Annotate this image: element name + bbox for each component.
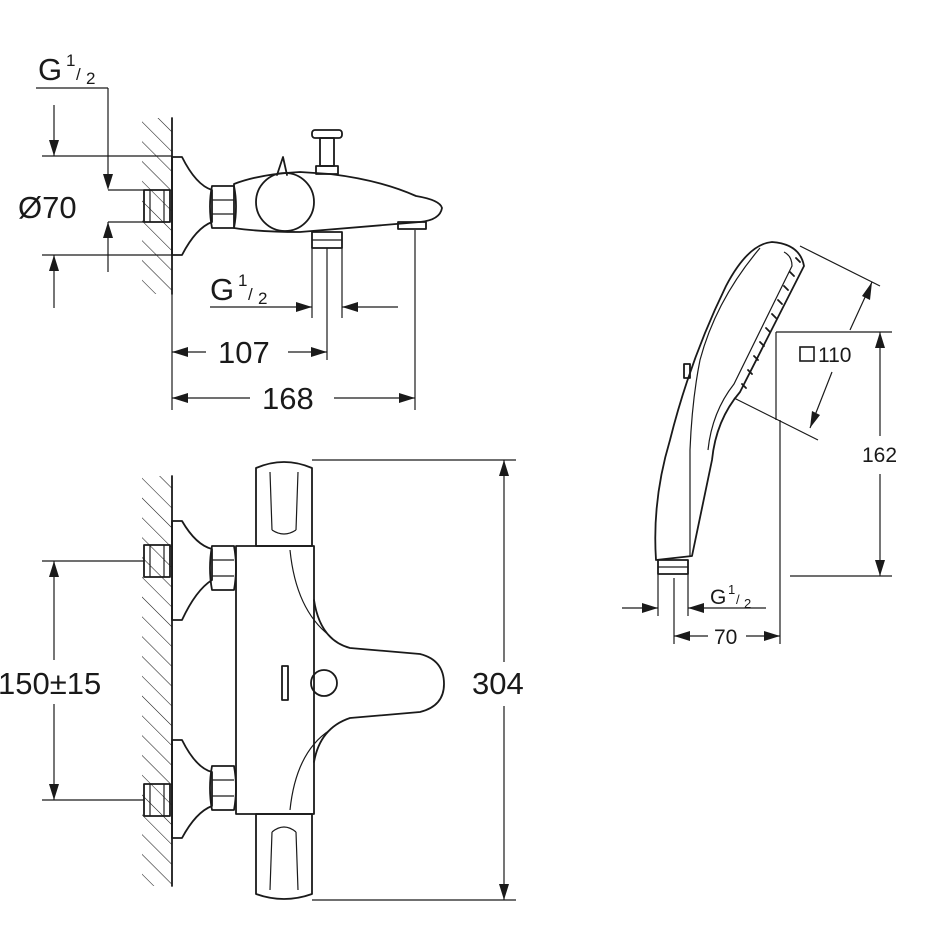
depth-spout-label: 168 bbox=[262, 381, 314, 416]
inlet-spacing-label: 150±15 bbox=[0, 666, 101, 701]
escutcheon-top bbox=[171, 156, 213, 256]
thread-hand-den: 2 bbox=[744, 596, 751, 611]
escutcheon-upper bbox=[171, 520, 213, 621]
hand-length-label: 162 bbox=[862, 444, 897, 467]
thread-outlet-den: 2 bbox=[258, 289, 267, 308]
mixer-body-top bbox=[233, 171, 443, 233]
side-view bbox=[142, 117, 443, 295]
square-symbol bbox=[799, 346, 815, 362]
depth-outlet-label: 107 bbox=[218, 335, 270, 370]
hand-shower-body bbox=[654, 241, 805, 561]
svg-text:/: / bbox=[76, 65, 81, 84]
connector-top bbox=[143, 189, 171, 223]
temperature-handle bbox=[255, 461, 313, 547]
spout-front bbox=[313, 599, 445, 763]
diameter-label: Ø70 bbox=[18, 190, 77, 225]
flow-handle bbox=[255, 813, 313, 900]
diverter-button bbox=[310, 669, 338, 697]
nut-top bbox=[209, 185, 237, 229]
hand-shower bbox=[654, 241, 805, 575]
thread-top-den: 2 bbox=[86, 69, 95, 88]
thread-top-g: G bbox=[38, 52, 62, 87]
diverter-knob bbox=[311, 129, 343, 139]
thread-outlet-num: 1 bbox=[238, 271, 247, 290]
svg-text:/: / bbox=[248, 285, 253, 304]
wall-hatch-bottom bbox=[142, 476, 172, 886]
thread-outlet-g: G bbox=[210, 272, 234, 307]
height-body-label: 304 bbox=[472, 666, 524, 701]
thread-top-num: 1 bbox=[66, 51, 75, 70]
hand-shower-button bbox=[683, 363, 691, 379]
front-view-dimensions bbox=[42, 459, 516, 901]
nut-lower bbox=[209, 765, 237, 811]
labels: G 1 / 2 Ø70 G 1 / 2 107 168 150±15 304 1… bbox=[0, 51, 897, 701]
front-view bbox=[142, 461, 445, 900]
nut-upper bbox=[209, 545, 237, 591]
head-size-label: 110 bbox=[818, 344, 851, 367]
lever-knob bbox=[255, 172, 315, 232]
thread-hand-g: G bbox=[710, 586, 726, 609]
thermostat-body bbox=[235, 545, 315, 815]
hand-shower-dimensions bbox=[622, 245, 892, 644]
hand-width-label: 70 bbox=[714, 626, 737, 649]
escutcheon-lower bbox=[171, 739, 213, 839]
svg-text:/: / bbox=[736, 592, 740, 607]
thread-hand-num: 1 bbox=[728, 582, 735, 597]
spout-outlet bbox=[397, 221, 427, 230]
wall-hatch-top bbox=[142, 118, 172, 294]
side-view-dimensions bbox=[36, 87, 416, 410]
